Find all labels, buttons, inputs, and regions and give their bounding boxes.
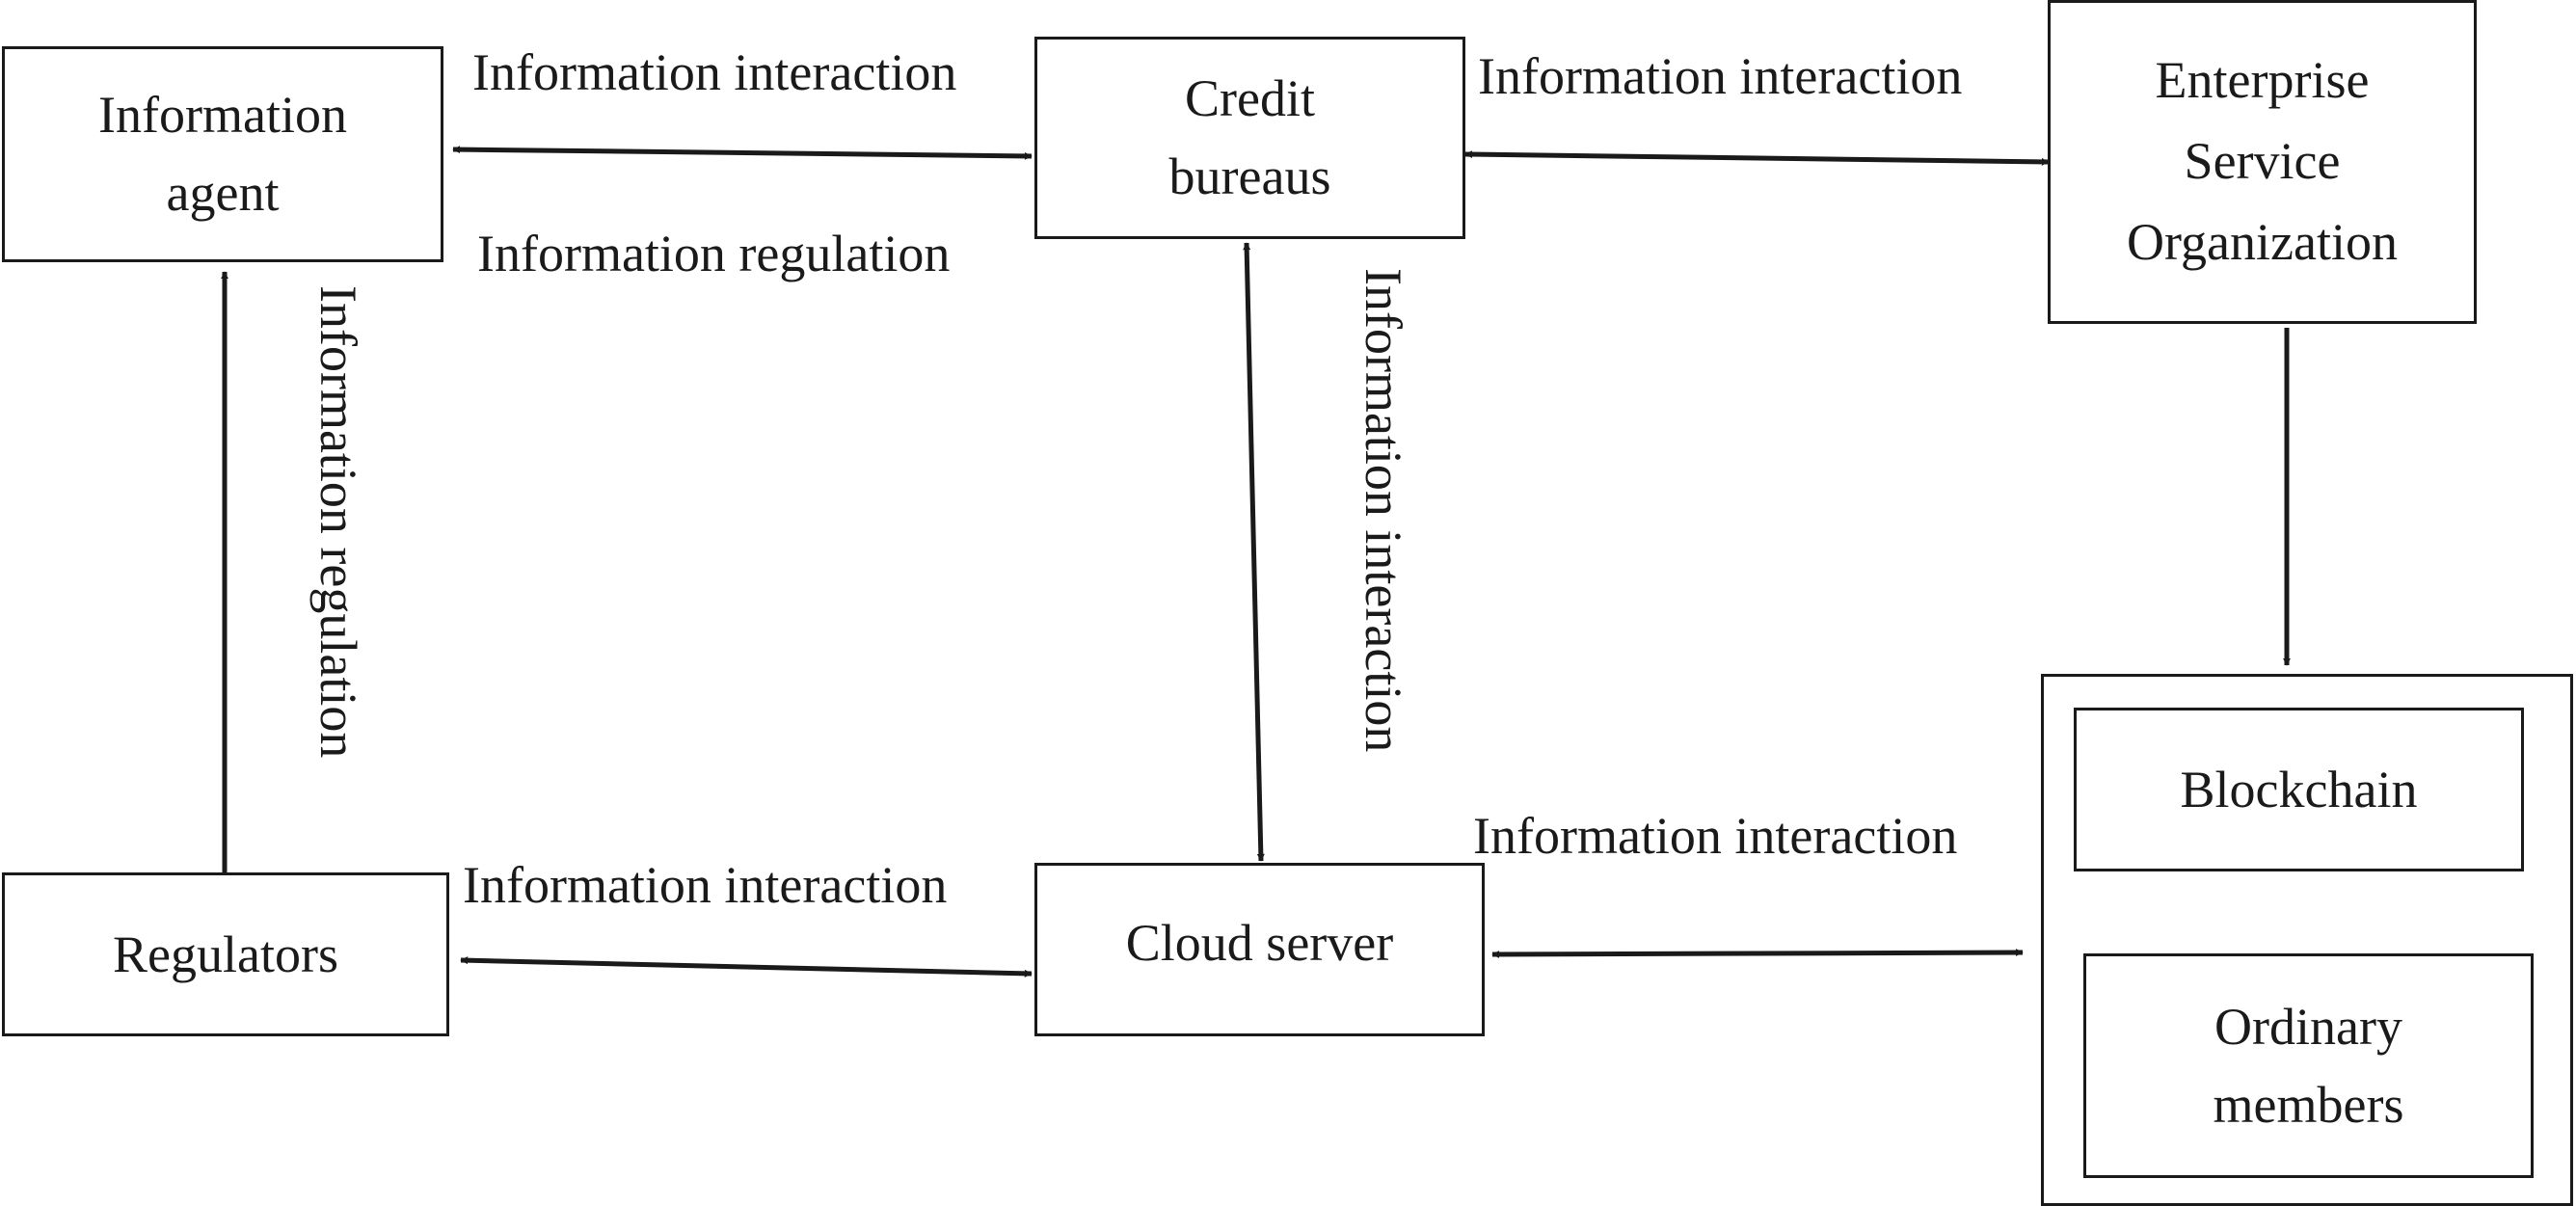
edge-label-regulators-cloud: Information interaction <box>463 856 948 914</box>
edge-label-bureau-cloud: Information interaction <box>1355 268 1412 753</box>
arrow-agent-bureau <box>452 146 1033 160</box>
credit-bureaus-label-line2: bureaus <box>1168 147 1331 205</box>
regulators-box: Regulators <box>2 872 449 1036</box>
ordinary-members-label-line1: Ordinary <box>2214 997 2402 1056</box>
regulators-label: Regulators <box>113 925 338 983</box>
cloud-server-label: Cloud server <box>1125 914 1394 972</box>
information-agent-label-line1: Information <box>98 86 347 144</box>
information-agent-box: Information agent <box>2 46 443 262</box>
information-agent-label-line2: agent <box>166 164 280 222</box>
ordinary-members-label-line2: members <box>2213 1075 2404 1134</box>
edge-label-bureau-enterprise: Information interaction <box>1478 47 1963 105</box>
credit-bureaus-box: Credit bureaus <box>1034 37 1465 239</box>
arrow-bureau-enterprise <box>1464 150 2050 166</box>
arrow-cloud-group <box>1491 949 2024 958</box>
credit-bureaus-label-line1: Credit <box>1185 69 1315 127</box>
enterprise-service-organization-box: Enterprise Service Organization <box>2048 0 2477 324</box>
edge-label-cloud-blockchain-group: Information interaction <box>1473 807 1958 865</box>
enterprise-label-line2: Service <box>2184 132 2341 191</box>
edge-label-agent-bureau-regulation: Information regulation <box>477 225 951 282</box>
enterprise-label-line1: Enterprise <box>2155 51 2370 110</box>
blockchain-label: Blockchain <box>2180 760 2418 818</box>
arrow-regulators-cloud <box>460 956 1033 978</box>
enterprise-label-line3: Organization <box>2127 212 2398 271</box>
blockchain-box: Blockchain <box>2074 708 2524 871</box>
edge-label-agent-bureau-interaction: Information interaction <box>472 43 957 101</box>
arrow-bureau-cloud <box>1243 242 1265 862</box>
ordinary-members-box: Ordinary members <box>2083 953 2534 1178</box>
cloud-server-box: Cloud server <box>1034 863 1485 1036</box>
edge-label-regulators-agent: Information regulation <box>309 285 367 759</box>
